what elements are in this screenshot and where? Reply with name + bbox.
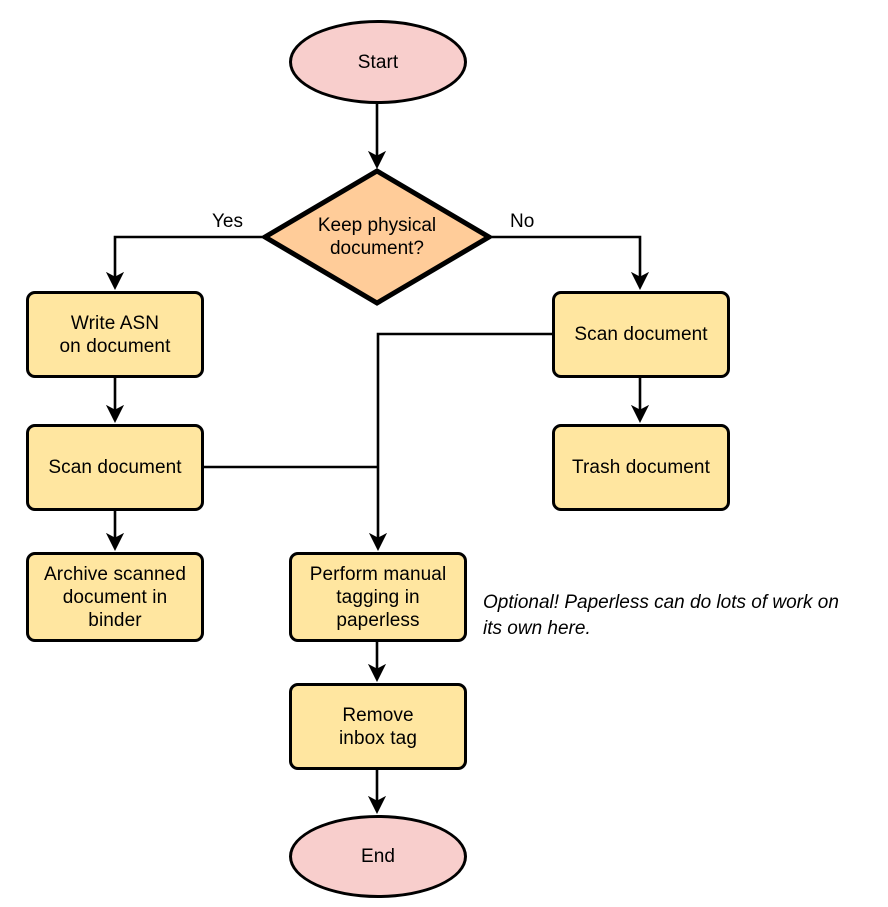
node-keep-physical-document[interactable]: Keep physical document? [260,168,494,306]
node-scan-document-left-label: Scan document [48,457,182,478]
node-archive-line1: Archive scanned [44,563,186,585]
node-keep-physical-document-label: Keep physical document? [262,168,492,306]
node-write-asn-on-document[interactable]: Write ASN on document [26,291,204,378]
node-keep-physical-document-line1: Keep physical [317,215,437,236]
node-manual-tagging-line1: Perform manual [309,563,447,585]
node-start[interactable]: Start [289,20,467,104]
node-archive-line3: binder [88,609,142,631]
node-manual-tagging-line3: paperless [336,609,420,631]
annotation-optional-note-line2: its own here. [483,618,591,639]
node-remove-inbox-tag[interactable]: Remove inbox tag [289,683,467,770]
node-write-asn-line2: on document [59,335,171,357]
annotation-optional-note-line1: Optional! Paperless can do lots of work … [483,592,839,613]
node-end-label: End [360,846,396,867]
node-write-asn-line1: Write ASN [70,312,160,334]
edge-decision-yes-to-write-asn [105,235,262,291]
node-trash-document[interactable]: Trash document [552,424,730,511]
diamond-shape [260,168,494,306]
node-manual-tagging-line2: tagging in [336,586,420,608]
edge-label-yes: Yes [212,211,243,232]
edge-scan-right-to-manual-tagging [368,332,552,552]
node-end[interactable]: End [289,815,467,898]
node-keep-physical-document-line2: document? [329,238,424,259]
node-scan-document-right[interactable]: Scan document [552,291,730,378]
node-remove-inbox-line1: Remove [342,704,414,726]
annotation-optional-note: Optional! Paperless can do lots of work … [483,590,883,642]
node-archive-line2: document in [62,586,168,608]
edge-label-no: No [510,211,535,232]
node-start-label: Start [357,51,399,73]
node-archive-scanned-document[interactable]: Archive scanned document in binder [26,552,204,642]
node-perform-manual-tagging[interactable]: Perform manual tagging in paperless [289,552,467,642]
node-remove-inbox-line2: inbox tag [338,727,417,749]
node-scan-document-right-label: Scan document [574,324,708,345]
node-scan-document-left[interactable]: Scan document [26,424,204,511]
node-trash-document-label: Trash document [572,457,710,478]
edge-decision-no-to-scan-right [492,235,650,291]
